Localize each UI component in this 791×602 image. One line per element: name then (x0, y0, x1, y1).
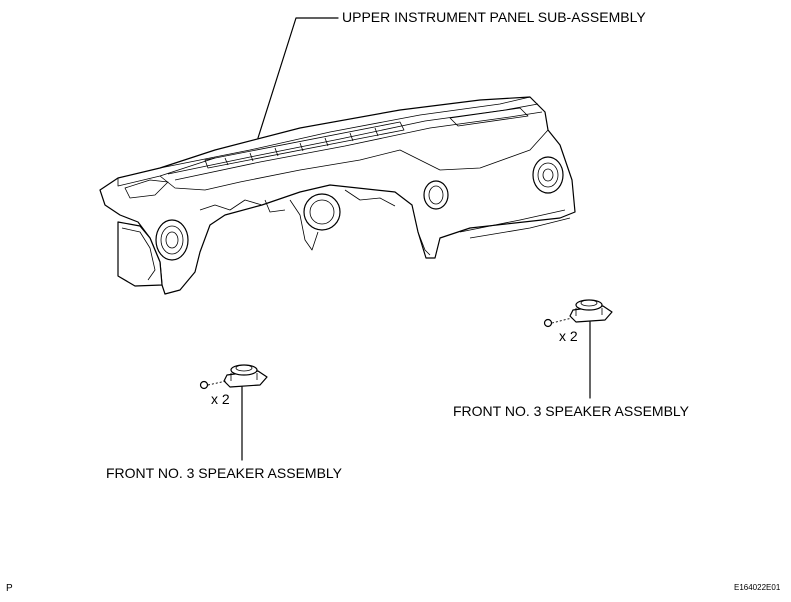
left-screw-dash (207, 380, 227, 386)
right-screw-dash (551, 317, 573, 324)
right-speaker-label: FRONT NO. 3 SPEAKER ASSEMBLY (453, 403, 690, 419)
upper-instrument-panel-illustration (99, 96, 576, 295)
figure-id: E164022E01 (734, 583, 781, 592)
left-speaker-illustration (223, 364, 268, 388)
right-qty-label: x 2 (559, 328, 578, 344)
left-qty-label: x 2 (211, 391, 230, 407)
left-screw-icon (199, 380, 209, 390)
upper-panel-leader (257, 17, 339, 139)
corner-mark: P (6, 583, 13, 594)
right-speaker-illustration (569, 299, 613, 323)
right-screw-icon (543, 318, 553, 328)
upper-panel-label: UPPER INSTRUMENT PANEL SUB-ASSEMBLY (342, 9, 646, 25)
left-speaker-label: FRONT NO. 3 SPEAKER ASSEMBLY (106, 465, 343, 481)
